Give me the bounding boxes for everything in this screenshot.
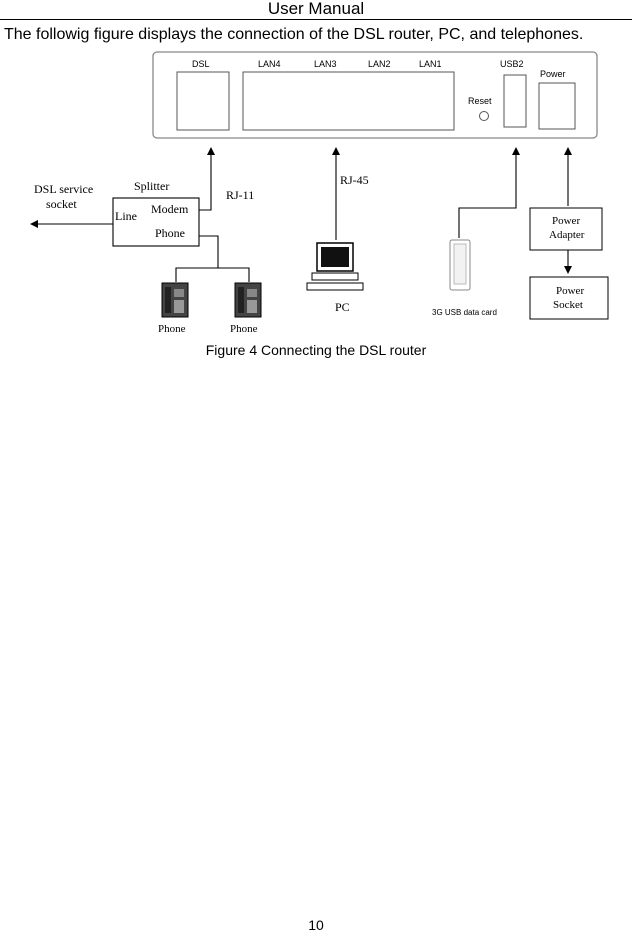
dsl-port [176,71,230,131]
power-adapter-label-1: Power [552,215,580,227]
usb-card-label: 3G USB data card [432,308,497,317]
splitter-title: Splitter [134,179,169,193]
dsl-connection-diagram: DSL LAN4 LAN3 LAN2 LAN1 USB2 Power Reset… [30,51,609,335]
phone-icon [161,282,189,318]
power-adapter-box [529,207,603,251]
label-lan2: LAN2 [368,59,391,69]
router-panel: DSL LAN4 LAN3 LAN2 LAN1 USB2 Power Reset [152,51,598,139]
page-number: 10 [308,917,324,933]
power-socket-label-1: Power [556,285,584,297]
header-rule [0,19,632,20]
splitter-phone-label: Phone [155,226,185,240]
pc-icon [306,242,364,291]
power-port [538,82,576,130]
label-lan4: LAN4 [258,59,281,69]
phone-label-1: Phone [158,323,186,335]
usb-cable [458,147,520,238]
header-title: User Manual [267,0,365,18]
power-adapter-label-2: Adapter [549,229,585,241]
usb-card-icon [449,239,471,291]
rj45-label: RJ-45 [340,173,369,187]
usb-port [503,74,527,128]
reset-button [479,111,489,121]
splitter-modem-label: Modem [151,202,189,216]
pc-label: PC [335,300,350,314]
label-lan1: LAN1 [419,59,442,69]
phone-icon [234,282,262,318]
figure-caption: Figure 4 Connecting the DSL router [205,342,427,358]
rj11-label: RJ-11 [226,188,254,202]
intro-paragraph: The followig figure displays the connect… [4,26,584,43]
label-usb2: USB2 [500,59,524,69]
power-socket-box [529,276,609,320]
label-lan3: LAN3 [314,59,337,69]
label-reset: Reset [468,96,492,106]
rj11-cable [199,147,215,211]
splitter-line-label: Line [115,209,137,223]
label-power: Power [540,69,566,79]
phone-label-2: Phone [230,323,258,335]
lan-ports [242,71,455,131]
power-socket-label-2: Socket [553,299,583,311]
splitter: Splitter Line Modem Phone [112,179,200,247]
dsl-socket-label-2: socket [46,197,77,211]
dsl-socket-label-1: DSL service [34,182,93,196]
label-dsl: DSL [192,59,210,69]
phone-cable-2 [218,267,250,282]
